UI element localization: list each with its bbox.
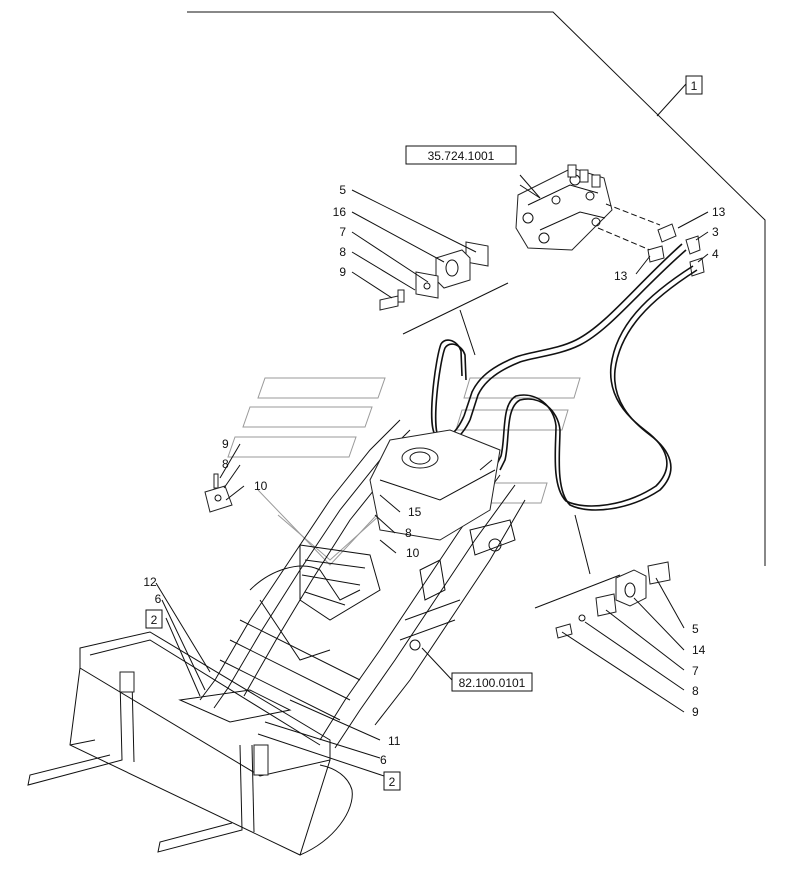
callout-5-top: 5 (339, 183, 346, 197)
callout-6-left: 6 (155, 592, 162, 606)
fittings (647, 223, 705, 277)
reference-label-valve: 35.724.1001 (405, 145, 517, 165)
bracket-plates-top (379, 241, 489, 311)
callout-4: 4 (712, 247, 719, 261)
callout-8-mid: 8 (222, 457, 229, 471)
callout-15: 15 (408, 505, 422, 519)
callout-5-right: 5 (692, 622, 699, 636)
loader-reference-text: 82.100.0101 (459, 676, 526, 690)
clamp-mid-left (204, 473, 233, 513)
callout-10-mid: 10 (254, 479, 268, 493)
boxed-label-left-2: 2 (145, 609, 163, 629)
group-frame (187, 11, 766, 566)
callout-6-bottom: 6 (380, 753, 387, 767)
hoses (430, 243, 698, 511)
callout-7-top: 7 (339, 225, 346, 239)
tank (299, 429, 501, 621)
valve-reference-text: 35.724.1001 (428, 149, 495, 163)
bracket-plates-right (555, 561, 671, 639)
callout-16: 16 (333, 205, 347, 219)
callout-12: 12 (143, 575, 157, 589)
callout-13-left: 13 (614, 269, 628, 283)
callout-3: 3 (712, 225, 719, 239)
boxed-label-group: 1 (685, 75, 703, 95)
cylinders (399, 519, 516, 651)
group-number: 1 (691, 79, 698, 93)
watermark-shapes (227, 377, 581, 566)
boxed-label-right-2: 2 (383, 771, 401, 791)
callout-14: 14 (692, 643, 706, 657)
callout-11: 11 (388, 734, 401, 748)
leader-lines (155, 174, 709, 779)
callout-8-center: 8 (405, 526, 412, 540)
callout-9-top: 9 (339, 265, 346, 279)
bucket (27, 631, 353, 856)
reference-label-loader: 82.100.0101 (451, 672, 533, 692)
control-valve (515, 164, 661, 251)
callout-13-top: 13 (712, 205, 726, 219)
callout-8-right: 8 (692, 684, 699, 698)
left-cylinder-group-number: 2 (151, 613, 158, 627)
callout-10-center: 10 (406, 546, 420, 560)
callout-8-top: 8 (339, 245, 346, 259)
callout-numbers: 5 16 7 8 9 13 3 4 13 9 8 10 15 8 10 12 6… (143, 183, 725, 767)
callout-7-right: 7 (692, 664, 699, 678)
right-cylinder-group-number: 2 (389, 775, 396, 789)
callout-9-right: 9 (692, 705, 699, 719)
callout-9-mid: 9 (222, 437, 229, 451)
